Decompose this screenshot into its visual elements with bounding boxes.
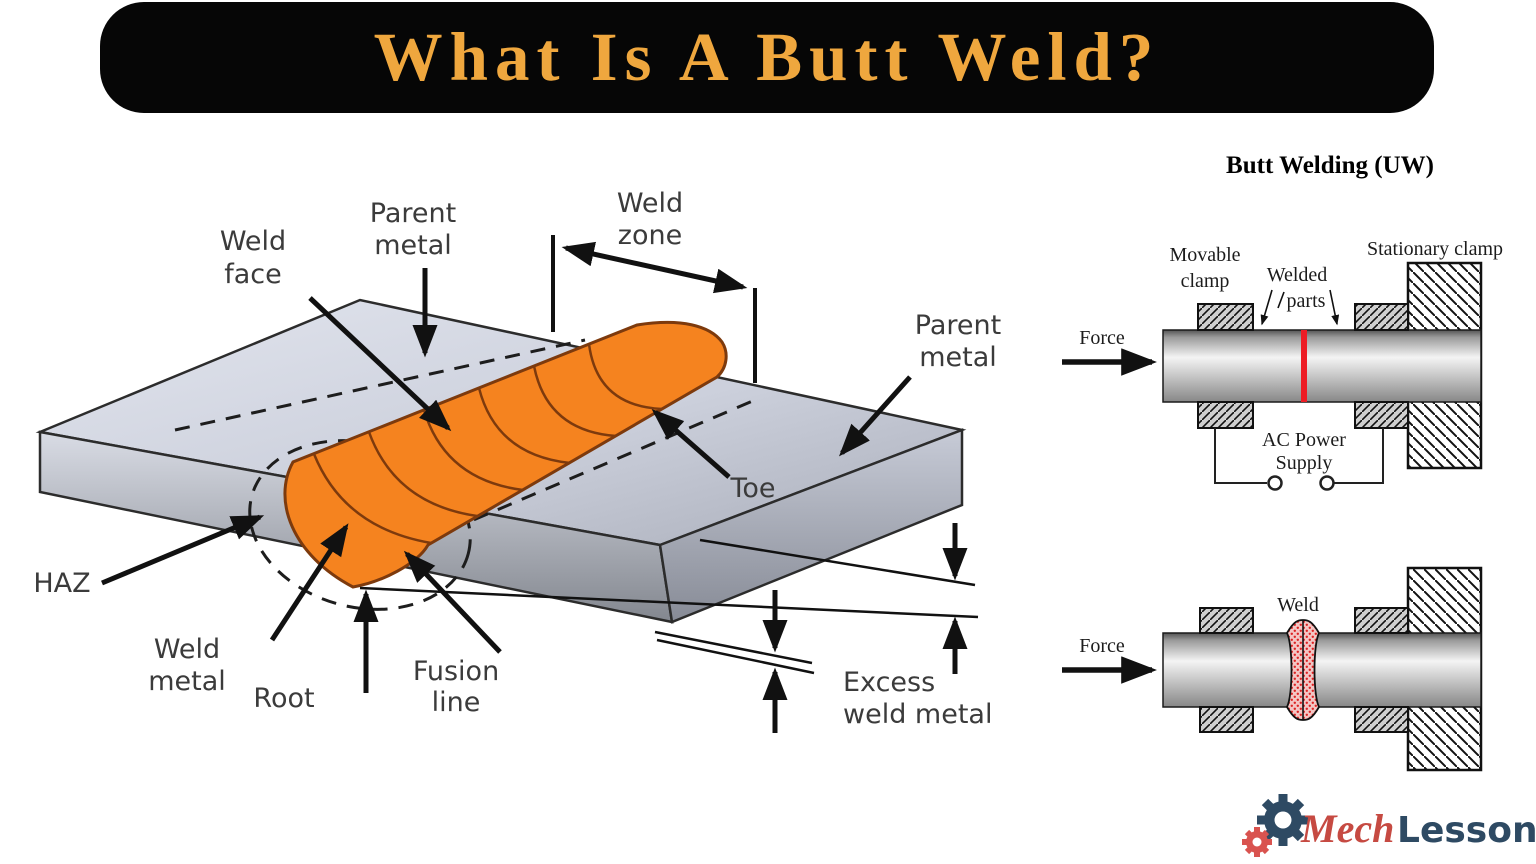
weld-face-label: face: [224, 259, 282, 290]
logo-text-lesson: Lesson: [1397, 810, 1535, 851]
terminal-circle: [1267, 475, 1283, 491]
ac-power-label: Supply: [1276, 452, 1333, 474]
uw-top-labels: Force Movable clamp Welded parts Station…: [1079, 238, 1503, 474]
weld-zone-label: zone: [618, 220, 682, 251]
excess-weld-metal-label: Excess: [843, 667, 935, 698]
stationary-clamp-label: Stationary clamp: [1367, 238, 1503, 260]
parent-metal-right-label: Parent: [915, 310, 1001, 341]
excess-weld-metal-label: weld metal: [843, 699, 992, 730]
movable-clamp-label: clamp: [1181, 270, 1230, 292]
butt-weld-anatomy-diagram: Weld face Parent metal Weld zone Parent …: [33, 188, 1001, 733]
logo-text-mech: Mech: [1300, 806, 1394, 851]
haz-label: HAZ: [33, 568, 90, 599]
haz-dashed-ellipse: [248, 439, 472, 611]
fusion-line-label: Fusion: [413, 656, 499, 687]
weld-bead: [283, 321, 728, 589]
weld-zone-dimension: [551, 235, 757, 383]
page-title: What Is A Butt Weld?: [373, 19, 1161, 95]
power-supply-wires: [1214, 428, 1384, 484]
haz-arrow: [101, 514, 265, 586]
weld-zone-dashed-boundaries: [174, 338, 756, 611]
dashed-boundary-left: [174, 338, 586, 432]
parent-metal-left-label: Parent: [370, 198, 456, 229]
parent-metal-right-label: metal: [919, 342, 997, 373]
workpiece-bar: [1162, 632, 1482, 708]
excess-dimension-lines: [359, 538, 979, 675]
root-label: Root: [253, 683, 314, 714]
uw-before-weld-assembly: Force Movable clamp Welded parts Station…: [1062, 238, 1503, 491]
workpiece-bar: [1162, 329, 1482, 403]
anatomy-labels: Weld face Parent metal Weld zone Parent …: [33, 188, 1001, 730]
uw-after-weld-assembly: Force Weld: [1062, 566, 1483, 772]
clamp-jaws: [1199, 607, 1409, 733]
force-label: Force: [1079, 327, 1125, 349]
fusion-line-arrow: [403, 550, 502, 654]
uw-bottom-labels: Force Weld: [1079, 594, 1319, 657]
dashed-boundary-right: [449, 398, 756, 532]
label-arrows: [101, 268, 912, 693]
toe-label: Toe: [729, 473, 775, 504]
toe-arrow: [651, 409, 731, 479]
butt-welding-uw-diagram: Butt Welding (UW): [1062, 152, 1503, 772]
weld-zone-label: Weld: [617, 188, 683, 219]
excess-dimension-arrows: [762, 523, 968, 733]
parent-metal-right-arrow: [838, 375, 912, 457]
weld-label: Weld: [1277, 594, 1319, 616]
welded-parts-pointers: [1260, 289, 1340, 326]
weld-bead-body: [283, 321, 728, 589]
weld-face-arrow: [308, 296, 452, 432]
parent-metal-left-label: metal: [374, 230, 452, 261]
weld-face-label: Weld: [220, 226, 286, 257]
weld-joint-line: [1301, 330, 1307, 402]
fusion-line-label: line: [432, 687, 481, 718]
weld-metal-label: Weld: [154, 634, 220, 665]
welded-parts-label: parts: [1287, 290, 1326, 312]
welded-parts-label: Welded: [1267, 264, 1328, 286]
movable-clamp-label: Movable: [1169, 244, 1240, 266]
terminal-circle: [1319, 475, 1335, 491]
weld-metal-arrow: [269, 523, 349, 642]
weld-metal-label: metal: [148, 666, 226, 697]
uw-diagram-title: Butt Welding (UW): [1226, 152, 1434, 179]
ac-power-label: AC Power: [1262, 429, 1346, 451]
title-banner: What Is A Butt Weld?: [100, 2, 1434, 113]
force-label: Force: [1079, 635, 1125, 657]
plate-right-face: [658, 428, 964, 624]
small-gear-icon: [1242, 827, 1272, 857]
clamp-jaws: [1197, 303, 1409, 429]
mechlesson-logo: Mech Lesson: [1242, 794, 1535, 857]
weld-bead-ripples: [312, 343, 663, 545]
